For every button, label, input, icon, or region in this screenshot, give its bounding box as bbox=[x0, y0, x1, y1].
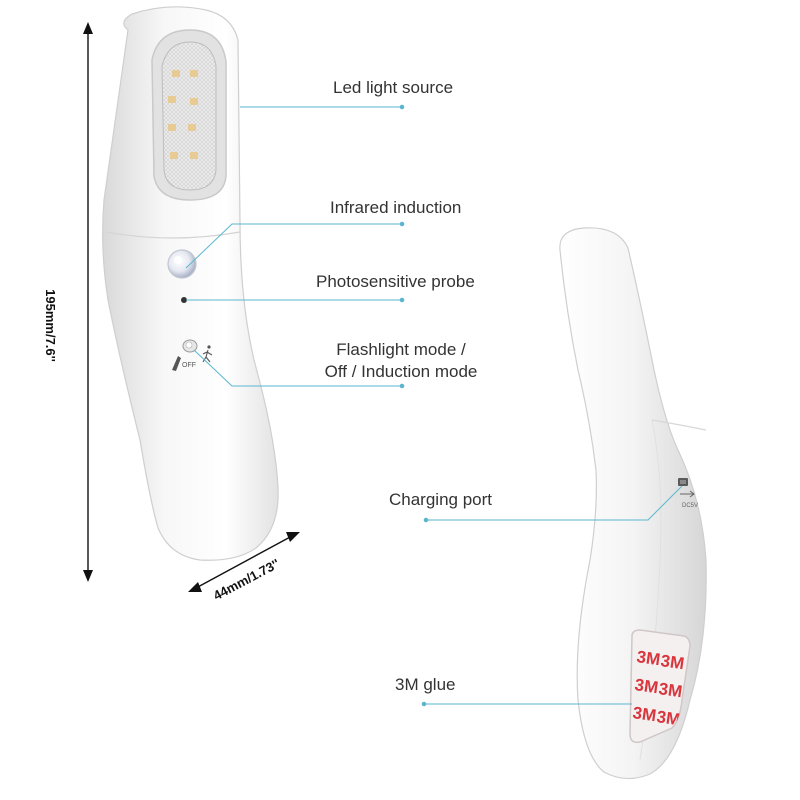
label-infrared-induction: Infrared induction bbox=[330, 198, 462, 217]
front-device: OFF bbox=[102, 6, 279, 561]
label-mode-line2: Off / Induction mode bbox=[324, 362, 478, 381]
usb-icon bbox=[680, 490, 695, 498]
pad-text-1: 3M bbox=[635, 647, 661, 669]
led-window bbox=[151, 29, 227, 201]
leader-charging bbox=[426, 485, 683, 521]
pad-text-2: 3M bbox=[659, 651, 685, 673]
flashlight-icon bbox=[172, 356, 181, 371]
port-marking: DC5V bbox=[682, 503, 698, 509]
leader-lines bbox=[185, 104, 683, 707]
height-dimension-label: 195mm/7.6'' bbox=[42, 289, 58, 362]
glue-pad: 3M 3M 3M 3M 3M 3M bbox=[629, 629, 691, 744]
label-led-light-source: Led light source bbox=[333, 78, 454, 97]
width-dimension-arrow bbox=[188, 532, 300, 592]
pad-text-6: 3M bbox=[655, 707, 681, 729]
motion-person-icon bbox=[202, 345, 213, 363]
pad-text-3: 3M bbox=[633, 675, 659, 697]
pad-text-4: 3M bbox=[657, 679, 683, 701]
mode-switch: OFF bbox=[172, 339, 213, 371]
label-photosensitive-probe: Photosensitive probe bbox=[316, 272, 475, 291]
height-dimension-arrow bbox=[83, 22, 93, 582]
label-mode-line1: Flashlight mode / bbox=[336, 340, 466, 359]
infrared-sensor bbox=[167, 249, 197, 279]
back-device: DC5V 3M 3M 3M 3M 3M 3M bbox=[559, 227, 707, 780]
photosensitive-dot bbox=[181, 297, 187, 303]
label-3m-glue: 3M glue bbox=[395, 675, 456, 694]
switch-off-marking: OFF bbox=[182, 362, 196, 369]
leader-mode bbox=[193, 349, 402, 387]
pad-text-5: 3M bbox=[631, 703, 657, 725]
led-chips bbox=[168, 70, 198, 159]
label-mode: Flashlight mode / Off / Induction mode bbox=[296, 339, 506, 383]
charging-port: DC5V bbox=[678, 478, 698, 509]
label-charging-port: Charging port bbox=[389, 490, 493, 509]
leader-infrared bbox=[185, 223, 402, 269]
